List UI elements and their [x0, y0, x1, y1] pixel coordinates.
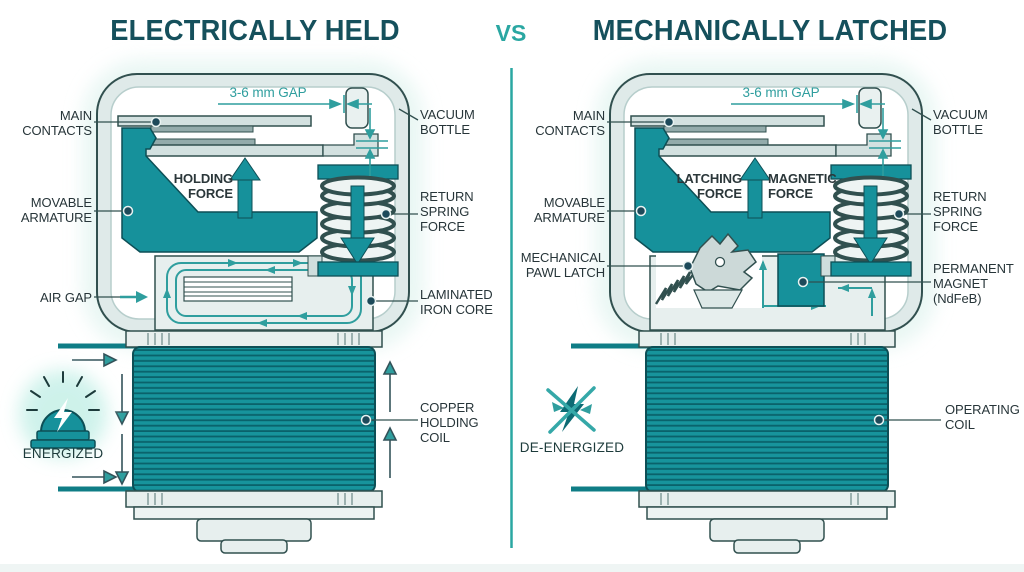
bottom-strip [0, 564, 1024, 572]
air-gap-arrow [136, 291, 148, 303]
left-movable-armature [121, 127, 318, 253]
leader-dots [635, 116, 905, 426]
leader-dots [122, 116, 392, 426]
right-gap-dimension-label: 3-6 mm GAP [742, 85, 820, 100]
lightning-bolt-icon [54, 398, 72, 432]
label-holding-force: HOLDING FORCE [173, 171, 233, 202]
label-latching-force: LATCHING FORCE [676, 171, 743, 202]
spring-force-arrow [853, 185, 888, 265]
flux-arrows [163, 259, 356, 327]
right-title: MECHANICALLY LATCHED [592, 15, 948, 47]
foot [220, 539, 288, 554]
holding-force-arrow [229, 157, 261, 219]
label-mechanical-pawl-latch: MECHANICAL PAWL LATCH [520, 250, 605, 281]
label-magnetic-force: MAGNETIC FORCE [768, 171, 837, 202]
right-leader-lines [607, 108, 941, 421]
left-return-spring [307, 164, 399, 277]
label-return-spring-left: RETURN SPRING FORCE [420, 189, 474, 235]
right-device [546, 60, 941, 554]
right-movable-armature [634, 127, 831, 253]
label-main-contacts-right: MAIN CONTACTS [535, 108, 605, 139]
label-return-spring-right: RETURN SPRING FORCE [933, 189, 987, 235]
right-main-contacts [630, 87, 892, 157]
left-title: ELECTRICALLY HELD [110, 15, 400, 47]
label-de-energized: DE-ENERGIZED [519, 440, 625, 455]
label-movable-armature-left: MOVABLE ARMATURE [20, 195, 92, 226]
label-energized: ENERGIZED [22, 446, 104, 461]
foot [733, 539, 801, 554]
spring-force-arrow [340, 185, 375, 265]
label-vacuum-bottle-right: VACUUM BOTTLE [933, 107, 988, 138]
mechanical-pawl-latch [654, 232, 757, 309]
label-main-contacts-left: MAIN CONTACTS [22, 108, 92, 139]
latch-spring [654, 267, 699, 305]
base-plate [646, 506, 888, 520]
energized-beacon-icon [19, 370, 107, 458]
de-energized-icon [546, 386, 596, 434]
left-device [19, 60, 424, 554]
label-air-gap: AIR GAP [39, 290, 92, 305]
label-permanent-magnet: PERMANENT MAGNET (NdFeB) [933, 261, 1014, 307]
label-laminated-iron-core: LAMINATED IRON CORE [420, 287, 493, 318]
right-gap-dimension [731, 95, 901, 176]
label-operating-coil: OPERATING COIL [945, 402, 1020, 433]
label-movable-armature-right: MOVABLE ARMATURE [533, 195, 605, 226]
left-gap-dimension-label: 3-6 mm GAP [229, 85, 307, 100]
pedestal [196, 518, 312, 542]
coil-windings [645, 346, 889, 493]
right-return-spring [820, 164, 912, 277]
latching-force-arrow [739, 157, 771, 219]
vs-label: VS [495, 20, 527, 46]
left-current-arrows [72, 352, 398, 486]
base-plate [133, 506, 375, 520]
right-operating-coil [571, 330, 896, 554]
laminated-stack [183, 276, 293, 302]
coil-windings [132, 346, 376, 493]
pedestal [709, 518, 825, 542]
label-vacuum-bottle-left: VACUUM BOTTLE [420, 107, 475, 138]
left-gap-dimension [218, 95, 388, 176]
left-holding-coil [58, 330, 383, 554]
label-copper-holding-coil: COPPER HOLDING COIL [420, 400, 479, 446]
